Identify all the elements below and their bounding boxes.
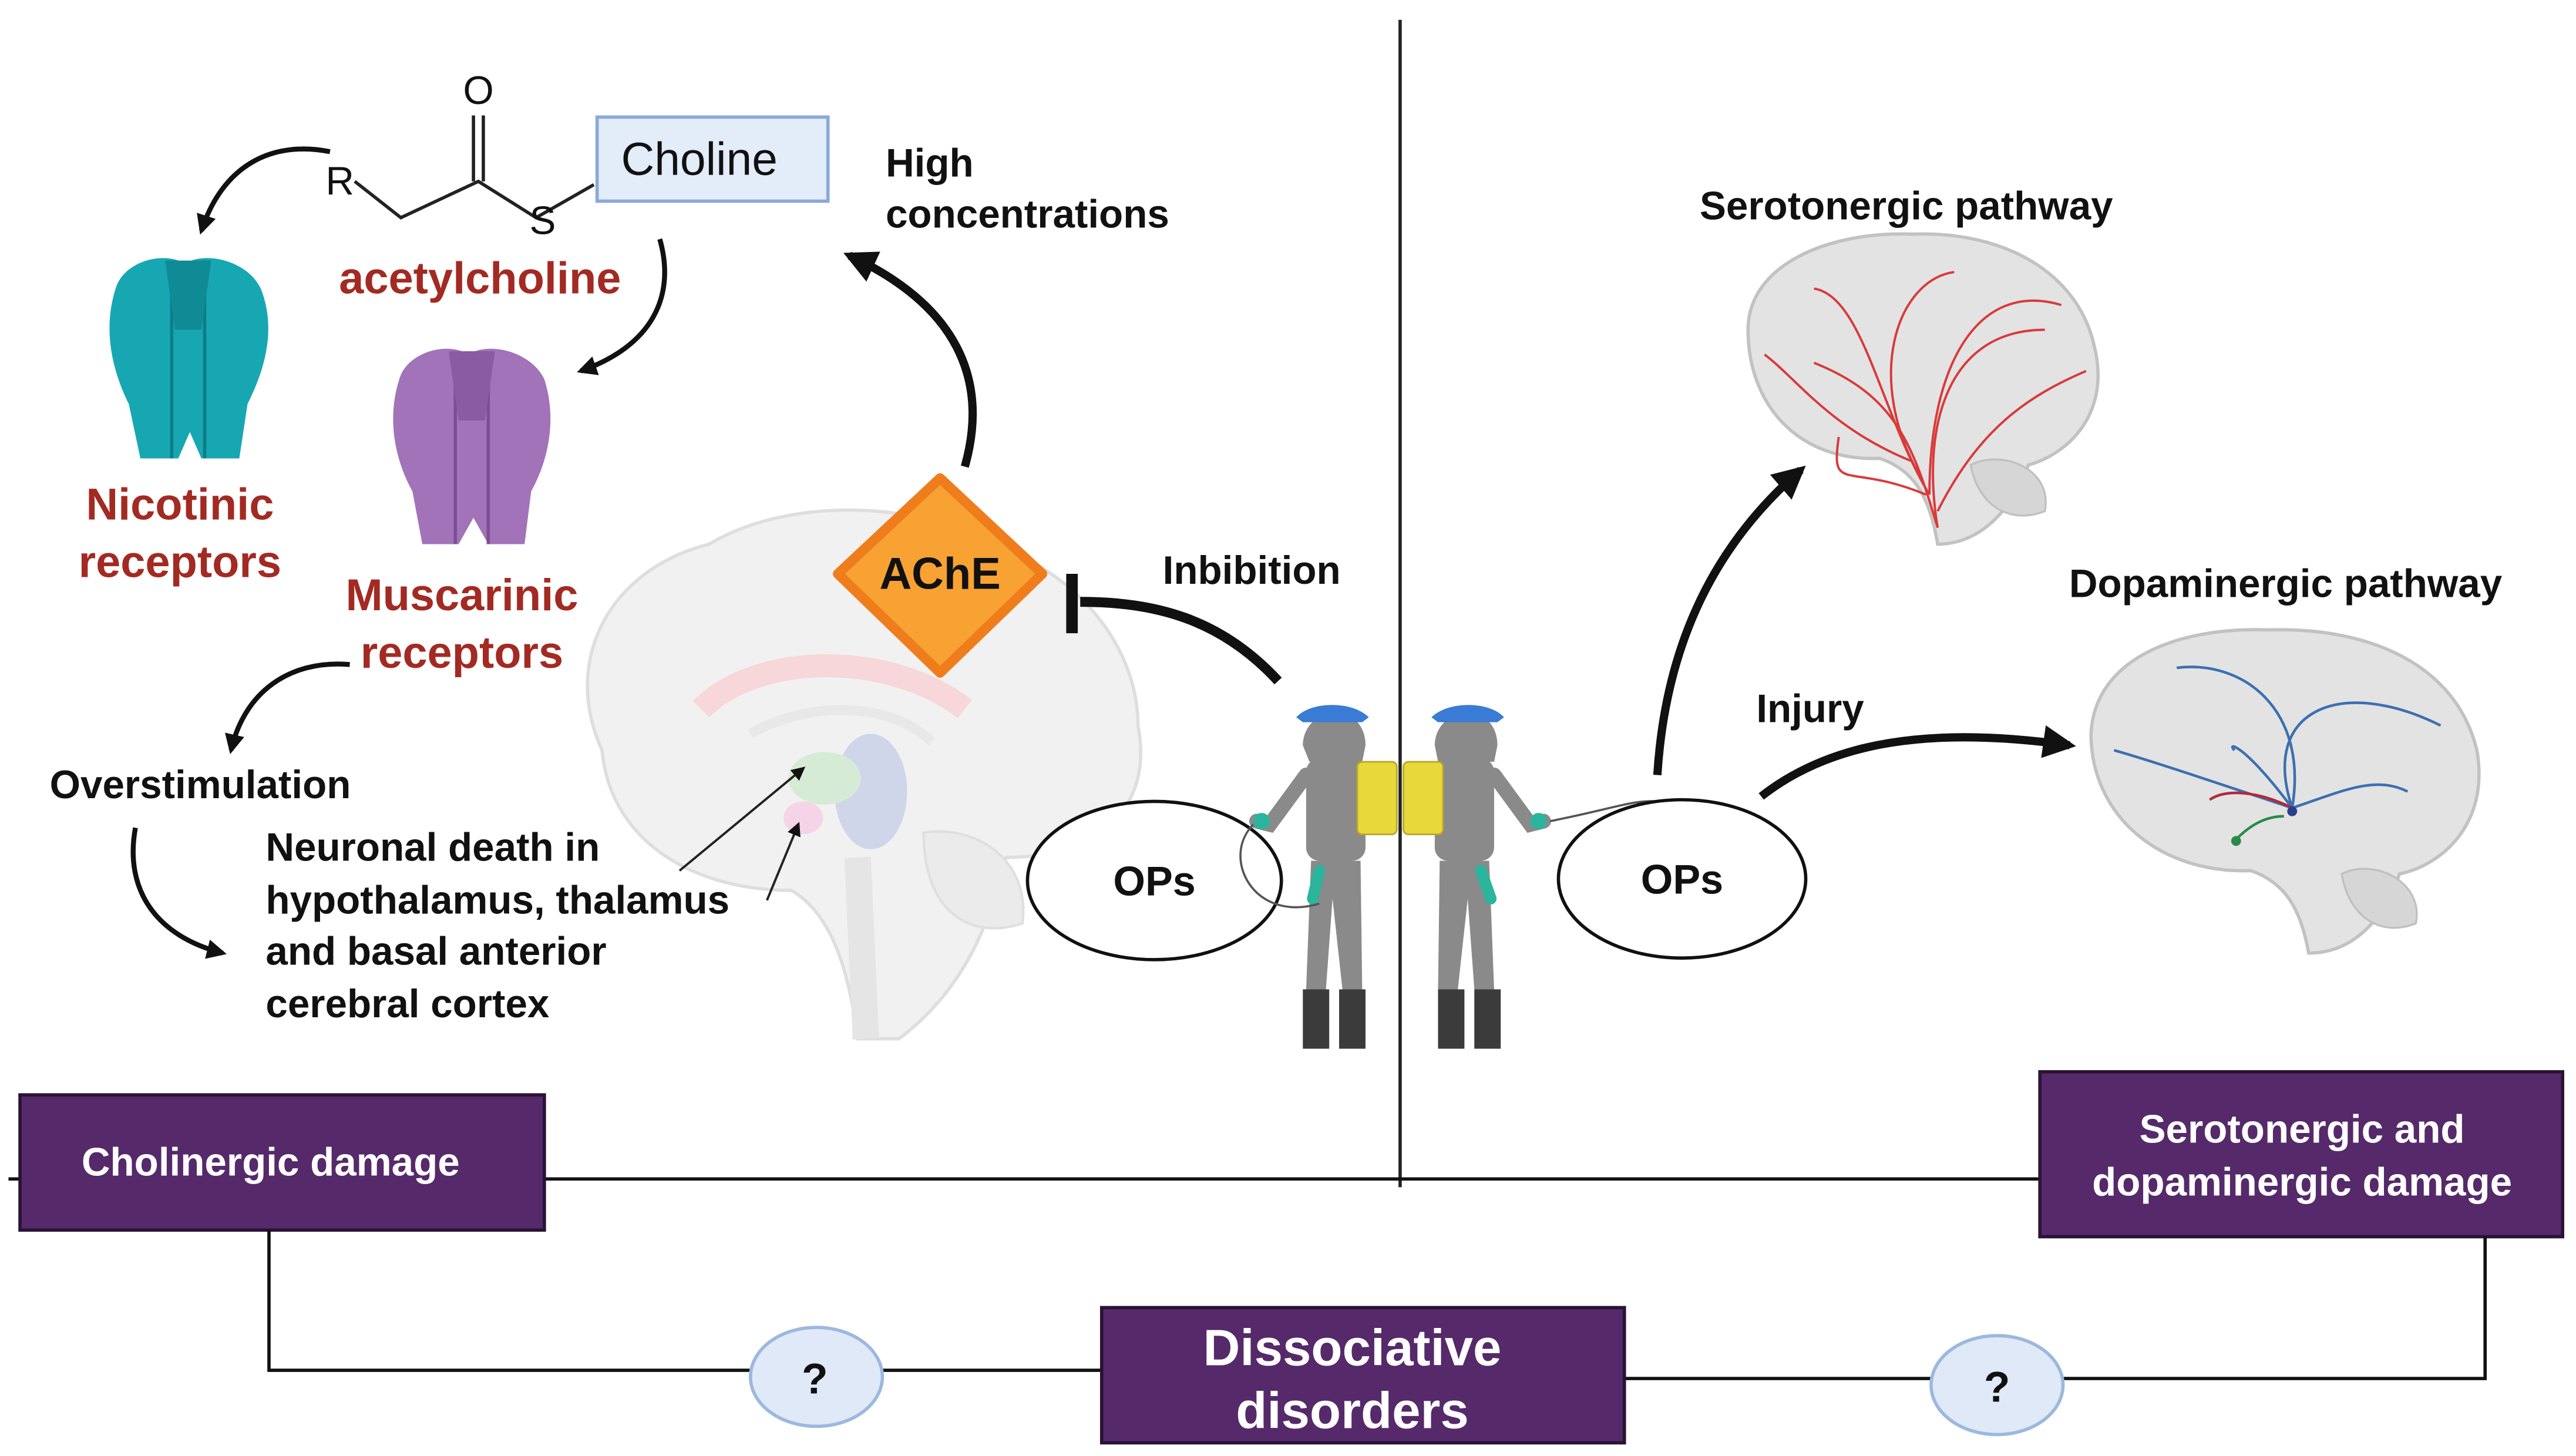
neuronal-death-line-2: hypothalamus, thalamus <box>265 878 729 922</box>
overstimulation-label: Overstimulation <box>50 763 351 807</box>
nicotinic-label-line-2: receptors <box>79 537 281 587</box>
inhibition-arrow <box>1080 597 1282 685</box>
arrow-to-high-concentrations <box>843 251 977 468</box>
neuronal-death-line-3: and basal anterior <box>265 929 606 973</box>
pointer-line-thalamus <box>766 822 801 901</box>
worker-right-icon <box>1403 705 1657 1049</box>
dissociative-disorders-box <box>1099 1306 1626 1445</box>
dissociative-disorders-line-1: Dissociative <box>1203 1320 1502 1377</box>
oxygen-label: O <box>463 69 493 113</box>
sulfur-label: S <box>530 199 556 243</box>
muscarinic-receptor-icon <box>393 348 551 544</box>
connector-left-bottom <box>267 1230 1102 1372</box>
arrow-to-dopaminergic <box>1758 725 2076 800</box>
dissociative-disorders-line-2: disorders <box>1236 1382 1469 1439</box>
choline-label: Choline <box>621 133 778 185</box>
arrow-to-serotonergic <box>1653 465 1806 775</box>
cholinergic-damage-box <box>18 1093 546 1232</box>
sero-dopa-damage-box <box>2038 1070 2564 1239</box>
ache-enzyme-icon <box>833 473 1048 678</box>
sero-dopa-damage-line-1: Serotonergic and <box>2140 1108 2465 1152</box>
arrow-to-overstimulation <box>225 661 350 754</box>
ops-left-label: OPs <box>1113 858 1195 904</box>
connector-right-bottom <box>1624 1236 2487 1380</box>
question-right-label: ? <box>1984 1363 2010 1411</box>
inhibition-label: Inbibition <box>1163 549 1341 593</box>
ops-left-ellipse <box>1025 799 1283 961</box>
sero-dopa-damage-line-2: dopaminergic damage <box>2092 1160 2512 1204</box>
serotonergic-brain-illustration <box>1746 232 2100 546</box>
ops-right-ellipse <box>1556 798 1808 960</box>
nicotinic-label-line-1: Nicotinic <box>86 479 274 529</box>
question-right-ellipse <box>1929 1334 2065 1437</box>
acetylcholine-structure: O R S Choline acetylcholine <box>325 69 830 304</box>
question-left-label: ? <box>802 1355 828 1403</box>
arrow-to-muscarinic <box>577 238 667 375</box>
question-left-ellipse <box>748 1326 885 1428</box>
muscarinic-label-line-2: receptors <box>361 628 563 678</box>
pointer-line-hypothalamus <box>678 766 806 872</box>
dopaminergic-brain-illustration <box>2089 628 2481 955</box>
serotonergic-pathway-label: Serotonergic pathway <box>1700 184 2113 228</box>
high-concentrations-line-1: High <box>886 141 974 185</box>
ops-right-label: OPs <box>1641 856 1723 903</box>
arrow-to-nicotinic <box>197 146 331 235</box>
acetylcholine-label: acetylcholine <box>339 254 621 304</box>
neuronal-death-line-4: cerebral cortex <box>265 982 549 1026</box>
left-brain-illustration <box>586 508 1142 1041</box>
arrow-to-neuronal-death <box>130 827 227 959</box>
muscarinic-label-line-1: Muscarinic <box>345 570 578 620</box>
dopaminergic-pathway-label: Dopaminergic pathway <box>2069 561 2503 606</box>
ache-label: AChE <box>879 549 1000 598</box>
high-concentrations-line-2: concentrations <box>886 192 1169 236</box>
cholinergic-damage-label: Cholinergic damage <box>82 1141 460 1185</box>
worker-left-icon <box>1239 705 1398 1049</box>
nicotinic-receptor-icon <box>109 258 268 459</box>
r-group-label: R <box>325 159 354 203</box>
injury-label: Injury <box>1756 687 1864 731</box>
choline-box <box>595 115 830 203</box>
neuronal-death-line-1: Neuronal death in <box>265 826 600 870</box>
